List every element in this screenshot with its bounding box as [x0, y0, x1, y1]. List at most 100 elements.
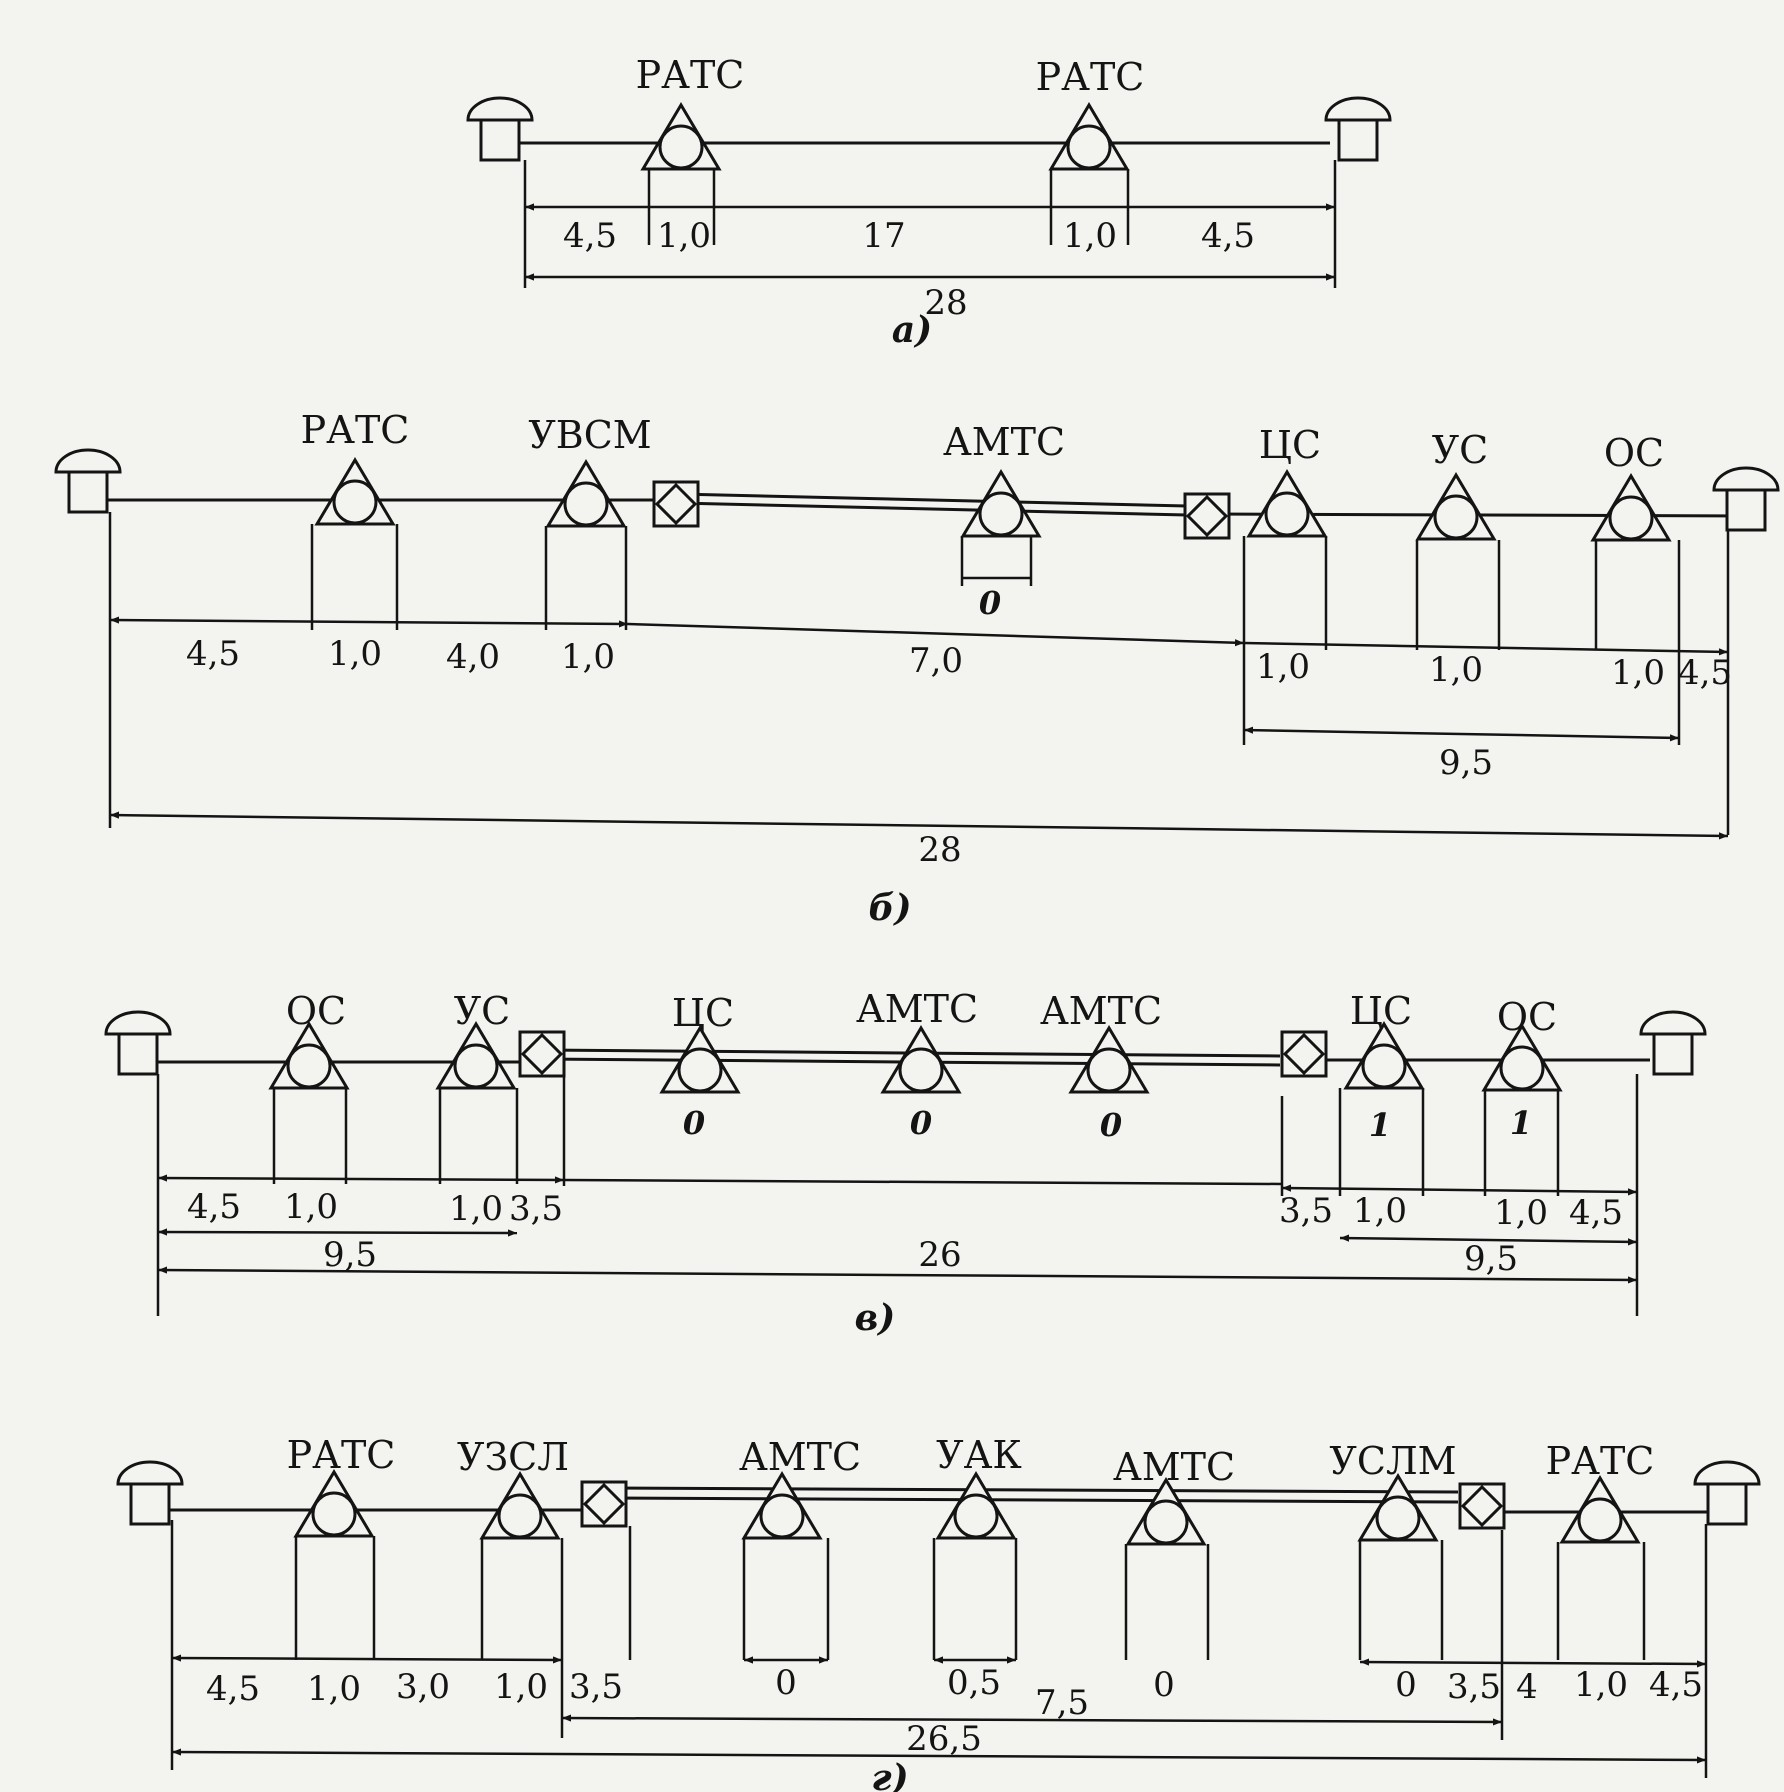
station-icon: [294, 1470, 374, 1538]
station-mark: 0: [683, 1104, 705, 1142]
station-label: УАК: [936, 1433, 1022, 1477]
diagram-v: ОС УС ЦС АМТС АМТС ЦС ОС 0 0 0 1 1 4,5 1…: [104, 987, 1707, 1339]
station-label: РАТС: [636, 53, 745, 97]
station-mark: 0: [979, 584, 1001, 622]
telephone-icon: [1324, 96, 1392, 162]
station-label: РАТС: [1546, 1439, 1655, 1483]
segment-length: 1,0: [284, 1187, 338, 1227]
segment-length: 1,0: [657, 216, 711, 256]
station-label: РАТС: [301, 408, 410, 452]
subtotal-length: 7,5: [1035, 1683, 1089, 1723]
segment-length: 1,0: [1494, 1193, 1548, 1233]
station-icon: [1560, 1476, 1640, 1544]
diagram-caption: в): [855, 1297, 896, 1339]
station-icon: [961, 470, 1041, 538]
segment-length: 3,0: [396, 1667, 450, 1707]
station-mark: 0: [1100, 1106, 1122, 1144]
segment-length: 4,5: [1649, 1665, 1703, 1705]
station-icon: [1344, 1022, 1424, 1090]
station-mark: 0: [910, 1104, 932, 1142]
segment-length: 1,0: [1574, 1665, 1628, 1705]
station-icon: [436, 1022, 516, 1090]
station-label: АМТС: [739, 1435, 861, 1479]
diagram-caption: б): [868, 887, 911, 929]
station-mark: 1: [1369, 1106, 1391, 1144]
station-icon: [1416, 473, 1496, 541]
subtotal-length: 9,5: [1464, 1239, 1518, 1279]
station-icon: [1358, 1474, 1438, 1542]
station-label: УС: [454, 989, 511, 1033]
converter-icon: [580, 1480, 628, 1528]
telephone-icon: [54, 448, 122, 514]
station-label: УС: [1432, 428, 1489, 472]
segment-length: 4,5: [1201, 216, 1255, 256]
station-icon: [269, 1022, 349, 1090]
station-icon: [1069, 1026, 1149, 1094]
station-label: АМТС: [1040, 989, 1162, 1033]
segment-length: 1,0: [561, 637, 615, 677]
total-length: 26: [918, 1235, 961, 1275]
converter-icon: [1183, 492, 1231, 540]
segment-length: 1,0: [1611, 653, 1665, 693]
station-label: УСЛМ: [1329, 1439, 1456, 1483]
converter-icon: [518, 1030, 566, 1078]
station-label: АМТС: [856, 987, 978, 1031]
segment-length: 4,5: [1569, 1193, 1623, 1233]
total-length: 26,5: [906, 1719, 982, 1759]
segment-length: 1,0: [1353, 1191, 1407, 1231]
station-label: РАТС: [1036, 55, 1145, 99]
segment-length: 7,0: [909, 641, 963, 681]
segment-length: 3,5: [1447, 1667, 1501, 1707]
station-mark: 1: [1510, 1104, 1532, 1142]
station-label: УВСМ: [528, 413, 651, 457]
station-label: АМТС: [943, 420, 1065, 464]
segment-length: 0: [1395, 1665, 1417, 1705]
telephone-icon: [116, 1460, 184, 1526]
station-icon: [742, 1472, 822, 1540]
station-label: ОС: [1604, 431, 1664, 475]
segment-length: 4: [1516, 1667, 1538, 1707]
segment-length: 0,5: [947, 1663, 1001, 1703]
segment-length: 4,5: [1678, 653, 1732, 693]
segment-length: 4,0: [446, 637, 500, 677]
station-label: УЗСЛ: [457, 1435, 569, 1479]
station-icon: [1049, 103, 1129, 171]
segment-length: 1,0: [307, 1669, 361, 1709]
telephone-icon: [1693, 1460, 1761, 1526]
station-label: ЦС: [1350, 989, 1412, 1033]
diagram-a: РАТС РАТС 4,5 1,0 17 1,0 4,5 28 а): [466, 53, 1392, 351]
station-icon: [1591, 474, 1671, 542]
station-label: ОС: [286, 989, 346, 1033]
telephone-icon: [104, 1010, 172, 1076]
converter-icon: [1280, 1030, 1328, 1078]
segment-length: 4,5: [563, 216, 617, 256]
segment-length: 0: [1153, 1665, 1175, 1705]
telephone-icon: [1639, 1010, 1707, 1076]
segment-length: 4,5: [187, 1187, 241, 1227]
segment-length: 1,0: [1429, 650, 1483, 690]
station-icon: [881, 1026, 961, 1094]
station-label: РАТС: [287, 1433, 396, 1477]
station-label: АМТС: [1113, 1445, 1235, 1489]
segment-length: 1,0: [494, 1667, 548, 1707]
segment-length: 0: [775, 1663, 797, 1703]
segment-length: 4,5: [186, 634, 240, 674]
converter-icon: [1458, 1482, 1506, 1530]
station-label: ЦС: [1259, 423, 1321, 467]
subtotal-length: 9,5: [323, 1235, 377, 1275]
segment-length: 4,5: [206, 1669, 260, 1709]
station-icon: [1247, 470, 1327, 538]
diagram-caption: а): [892, 309, 932, 351]
total-length: 28: [924, 283, 967, 323]
diagram-g: РАТС УЗСЛ АМТС УАК АМТС УСЛМ РАТС 4,5 1,…: [116, 1433, 1761, 1792]
segment-length: 3,5: [509, 1189, 563, 1229]
subtotal-length: 9,5: [1439, 743, 1493, 783]
segment-length: 1,0: [449, 1189, 503, 1229]
segment-length: 3,5: [1279, 1191, 1333, 1231]
segment-length: 1,0: [1063, 216, 1117, 256]
station-label: ОС: [1497, 995, 1557, 1039]
segment-length: 17: [862, 216, 905, 256]
telephone-icon: [466, 96, 534, 162]
total-length: 28: [918, 830, 961, 870]
